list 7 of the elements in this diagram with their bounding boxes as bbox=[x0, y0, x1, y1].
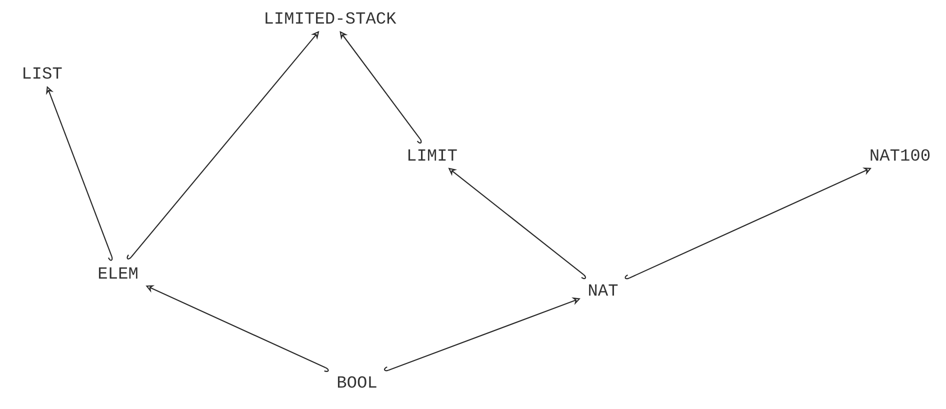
type-label: ELEM bbox=[98, 267, 138, 279]
type-label: NAT bbox=[589, 284, 618, 296]
type-label: NAT100 bbox=[870, 149, 930, 161]
type-label: LIMITED-STACK bbox=[266, 12, 396, 24]
type-label: LIMIT bbox=[408, 149, 457, 161]
type-label: LIST bbox=[24, 67, 62, 79]
type-label: BOOL bbox=[338, 376, 376, 388]
